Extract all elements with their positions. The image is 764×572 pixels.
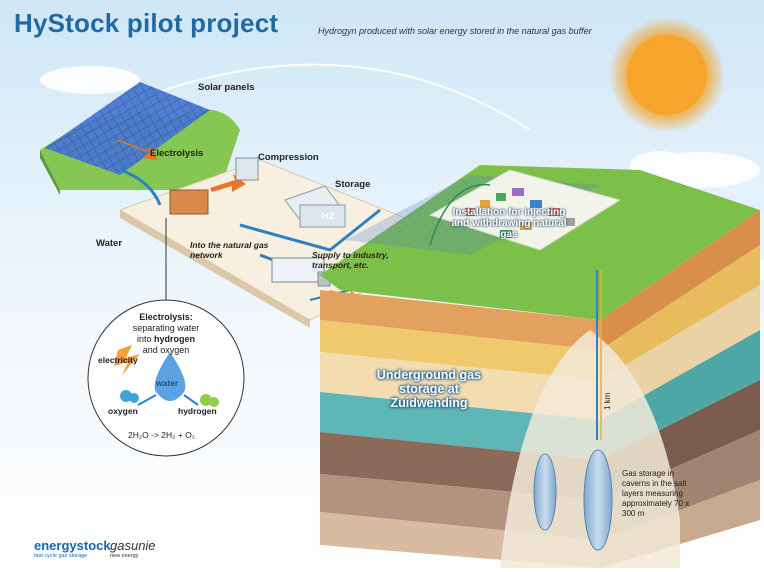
label-into-network: Into the natural gas network	[190, 240, 269, 260]
label-storage: Storage	[335, 179, 371, 190]
compression-unit	[235, 157, 259, 181]
inset-water: water	[156, 378, 179, 388]
page-title: HyStock pilot project	[14, 8, 279, 38]
inset-line3: and oxygen	[142, 345, 190, 355]
label-depth: 1 km	[603, 392, 612, 410]
label-h2: H2	[322, 211, 335, 222]
hydrogen-molecule	[200, 394, 212, 406]
water-drop-icon	[154, 352, 186, 401]
inset-line2: into hydrogen	[136, 334, 196, 344]
electrolysis-building	[169, 189, 209, 215]
inset-electricity: electricity	[98, 355, 138, 365]
inset-hydrogen: hydrogen	[178, 406, 217, 416]
gas-cavern-left	[533, 453, 557, 531]
inset-text: Electrolysis: separating water into hydr…	[96, 312, 236, 356]
lightning-icon	[114, 345, 140, 375]
oxygen-molecule	[120, 390, 132, 402]
label-water: Water	[96, 238, 123, 249]
gas-cavern-main	[583, 449, 613, 551]
energystock-logo: energystock fast cycle gas storage	[34, 538, 111, 559]
inset-oxygen: oxygen	[108, 406, 138, 416]
label-underground-storage: Underground gas storage at Zuidwending	[376, 368, 482, 410]
label-compression: Compression	[258, 152, 319, 163]
truck-icon	[271, 257, 325, 283]
label-solar-panels: Solar panels	[198, 82, 255, 93]
label-caverns: Gas storage in caverns in the salt layer…	[622, 469, 690, 518]
label-installation: Installation for injecting and withdrawi…	[451, 207, 567, 240]
gasunie-logo: gasunie new energy	[110, 538, 156, 559]
inset-line1: separating water	[132, 323, 200, 333]
label-supply: Supply to industry, transport, etc.	[312, 250, 389, 270]
inset-formula: 2H₂O -> 2H₂ + O₂	[128, 430, 196, 440]
inset-title: Electrolysis:	[139, 312, 193, 322]
page-subtitle: Hydrogyn produced with solar energy stor…	[318, 26, 592, 36]
label-electrolysis: Electrolysis	[150, 148, 204, 159]
